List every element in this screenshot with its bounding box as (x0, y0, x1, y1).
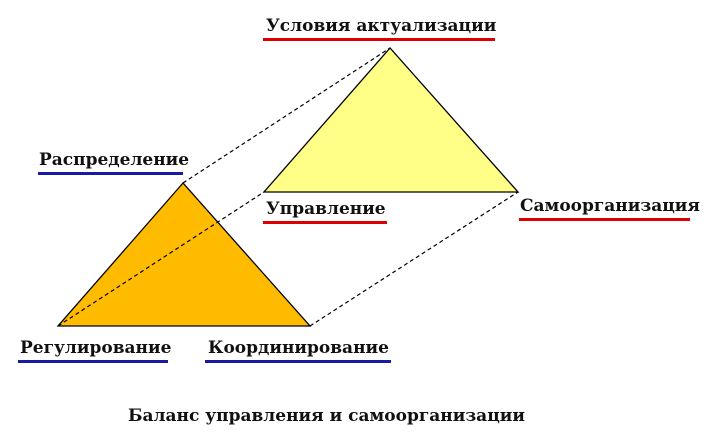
underline-actualization (263, 38, 495, 41)
label-actualization-conditions: Условия актуализации (266, 16, 497, 36)
diagram-caption: Баланс управления и самоорганизации (128, 406, 525, 426)
dashed-connector-right (309, 191, 519, 327)
label-regulation: Регулирование (20, 338, 172, 358)
underline-management (263, 221, 387, 224)
orange-triangle (56, 182, 312, 327)
label-management: Управление (266, 199, 386, 219)
label-distribution: Распределение (39, 150, 190, 170)
dashed-connector-top (182, 47, 391, 184)
underline-coordination (205, 360, 391, 363)
dashed-connector-left (57, 191, 265, 327)
underline-regulation (18, 360, 168, 363)
yellow-triangle (262, 47, 520, 193)
label-coordination: Координирование (208, 338, 389, 358)
underline-self-organization (519, 218, 690, 221)
label-self-organization: Самоорганизация (520, 196, 700, 216)
underline-distribution (38, 172, 183, 175)
